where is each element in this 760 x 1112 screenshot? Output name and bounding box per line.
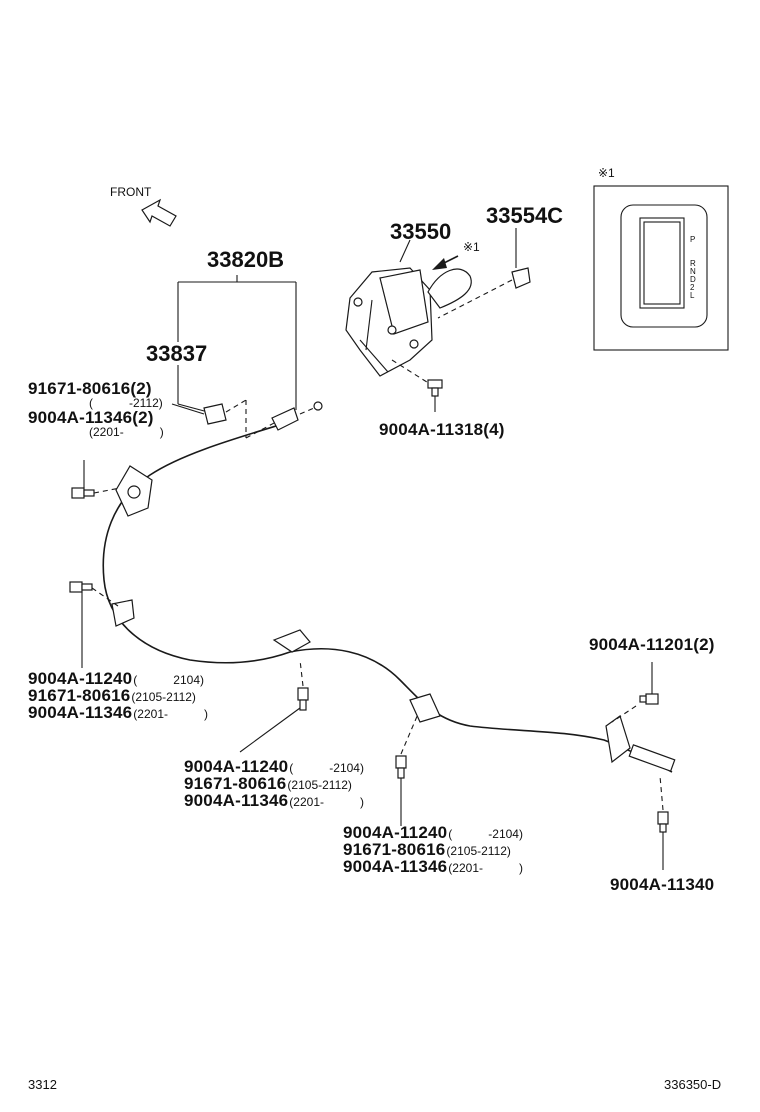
part-9004A-11318: 9004A-11318(4) [379,420,505,439]
group-mid-row-1: 9004A-11240( -2104) [184,757,364,776]
group-mid-row-2: 91671-80616(2105-2112) [184,774,352,793]
leader-33550 [399,239,411,263]
group-mid-row-3: 9004A-11346(2201- ) [184,791,364,810]
bolt-top-left [71,460,121,499]
knob-cover-33554C [437,228,531,319]
bolt-mid-left [239,659,309,753]
gear-letter-N: N [690,267,696,276]
group-left-row-1: 9004A-11240( 2104) [28,669,204,688]
bolt-right-lower [657,775,669,870]
group-top-left-row-4: (2201- ) [89,425,164,439]
group-left: 9004A-11240( 2104) 91671-80616(2105-2112… [28,670,208,721]
group-top-left-row-2: ( -2112) [89,396,163,410]
part-9004A-11340: 9004A-11340 [610,875,715,894]
shift-lever-assembly [345,267,472,377]
footer-diagram-code: 336350-D [664,1077,722,1092]
group-mid: 9004A-11240( -2104) 91671-80616(2105-211… [184,758,364,809]
group-top-left: 91671-80616(2) ( -2112) 9004A-11346(2) (… [28,380,164,438]
group-top-left-row-3: 9004A-11346(2) [28,408,154,427]
gear-letter-L: L [690,291,695,300]
front-arrow-icon [141,198,177,227]
gear-letter-R: R [690,259,696,268]
callout-mark: ※1 [463,240,480,254]
part-33837: 33837 [146,341,208,366]
front-label: FRONT [110,185,152,199]
gear-letter-2: 2 [690,283,695,292]
group-left-row-2: 91671-80616(2105-2112) [28,686,196,705]
gear-letter-P: P [690,235,695,244]
inset-gate-panel [593,185,729,351]
bolt-right-upper [639,662,659,705]
group-right: 9004A-11240( -2104) 91671-80616(2105-211… [343,824,523,875]
footer-page-number: 3312 [28,1077,57,1092]
inset-label: ※1 [598,166,615,180]
bolt-left [69,581,119,668]
cable-bracket-left [111,465,153,627]
leader-33837-b [177,403,209,413]
bracket-33820B [177,275,297,410]
cable-end-clip [171,399,323,439]
bolt-9004A-11318 [391,359,443,412]
part-9004A-11201: 9004A-11201(2) [589,635,715,654]
part-33554C: 33554C [486,203,564,228]
bolt-mid-right [395,713,419,826]
part-33550: 33550 [390,219,452,244]
cable-clamp-mid [272,629,441,723]
part-33820B: 33820B [207,247,285,272]
group-right-row-3: 9004A-11346(2201- ) [343,857,523,876]
cable-bracket-right [605,705,676,772]
gear-letter-D: D [690,275,696,284]
group-left-row-3: 9004A-11346(2201- ) [28,703,208,722]
group-right-row-2: 91671-80616(2105-2112) [343,840,511,859]
callout-arrow-icon [432,255,459,270]
group-top-left-row-1: 91671-80616(2) [28,379,152,398]
group-right-row-1: 9004A-11240( -2104) [343,823,523,842]
